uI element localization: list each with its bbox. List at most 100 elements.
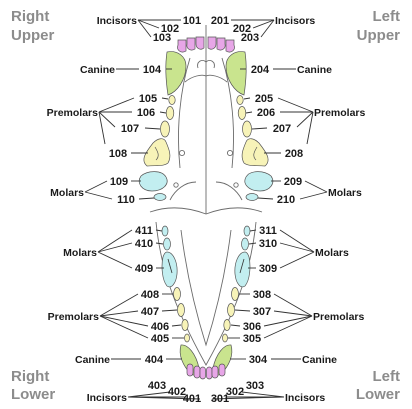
label-molars-left-lower: Molars (315, 247, 349, 259)
tooth-210 (245, 193, 259, 201)
label-premolars-left-lower: Premolars (313, 311, 365, 323)
number-403: 403 (148, 380, 166, 392)
quadrant-right-lower-line2: Lower (11, 386, 55, 403)
number-402: 402 (168, 386, 186, 398)
tooth-103 (177, 39, 187, 53)
tooth-308 (231, 287, 239, 301)
number-404: 404 (145, 354, 164, 366)
number-207: 207 (273, 123, 291, 135)
tooth-409 (161, 251, 178, 288)
number-309: 309 (259, 263, 277, 275)
label-canine-right-upper: Canine (80, 64, 115, 76)
tooth-105 (168, 95, 176, 105)
tooth-301 (206, 366, 213, 380)
number-406: 406 (151, 321, 169, 333)
label-molars-right-lower: Molars (63, 247, 97, 259)
quadrant-right-upper-line2: Upper (11, 27, 55, 44)
label-canine-left-lower: Canine (302, 354, 337, 366)
number-210: 210 (277, 194, 295, 206)
number-103: 103 (153, 32, 171, 44)
number-204: 204 (251, 64, 270, 76)
quadrant-right-lower-line1: Right (11, 368, 49, 385)
tooth-403 (186, 363, 194, 377)
tooth-307 (227, 303, 235, 317)
number-410: 410 (135, 238, 153, 250)
tooth-405 (184, 333, 190, 343)
number-209: 209 (284, 176, 302, 188)
tooth-411 (161, 225, 169, 237)
tooth-402 (193, 365, 201, 379)
tooth-206 (237, 106, 247, 120)
number-308: 308 (253, 289, 271, 301)
tooth-201 (207, 36, 217, 50)
quadrant-left-lower-line1: Left (373, 368, 401, 385)
tooth-204 (225, 51, 247, 96)
label-molars-left-upper: Molars (328, 187, 362, 199)
label-incisors-right-upper: Incisors (97, 15, 137, 27)
tooth-302 (211, 365, 219, 379)
number-104: 104 (143, 64, 162, 76)
number-405: 405 (151, 333, 169, 345)
tooth-408 (173, 287, 181, 301)
lower-teeth (161, 225, 251, 380)
tooth-109 (138, 171, 168, 192)
tooth-102 (186, 37, 196, 51)
tooth-208 (241, 138, 269, 167)
tooth-311 (243, 225, 251, 237)
quadrant-left-lower-line2: Lower (356, 386, 400, 403)
number-304: 304 (249, 354, 268, 366)
number-411: 411 (135, 225, 153, 237)
number-202: 202 (233, 23, 251, 35)
label-premolars-right-lower: Premolars (48, 311, 100, 323)
tooth-106 (165, 106, 175, 120)
quadrant-left-upper-line2: Upper (357, 27, 401, 44)
number-407: 407 (141, 306, 159, 318)
tooth-306 (223, 319, 231, 331)
number-107: 107 (121, 123, 139, 135)
tooth-303 (218, 363, 226, 377)
label-canine-right-lower: Canine (75, 354, 110, 366)
label-molars-right-upper: Molars (50, 187, 84, 199)
number-305: 305 (243, 333, 261, 345)
tooth-207 (242, 120, 252, 138)
number-106: 106 (137, 107, 155, 119)
number-205: 205 (255, 93, 273, 105)
label-incisors-left-upper: Incisors (275, 15, 315, 27)
tooth-401 (199, 366, 206, 380)
label-incisors-left-lower: Incisors (285, 392, 325, 404)
tooth-410 (163, 237, 171, 251)
label-canine-left-upper: Canine (297, 64, 332, 76)
tooth-309 (234, 251, 251, 288)
tooth-205 (236, 95, 244, 105)
number-109: 109 (110, 176, 128, 188)
number-203: 203 (241, 32, 259, 44)
number-101: 101 (183, 15, 201, 27)
number-307: 307 (253, 306, 271, 318)
number-311: 311 (259, 225, 277, 237)
tooth-406 (181, 319, 189, 331)
number-401: 401 (183, 393, 201, 405)
number-301: 301 (211, 393, 229, 405)
leader-lines (84, 19, 328, 400)
number-302: 302 (226, 386, 244, 398)
upper-teeth (138, 36, 274, 201)
tooth-104 (165, 51, 187, 96)
label-incisors-right-lower: Incisors (87, 392, 127, 404)
number-409: 409 (135, 263, 153, 275)
lower-jaw-outline (155, 221, 257, 366)
tooth-305 (222, 333, 228, 343)
number-105: 105 (139, 93, 157, 105)
number-208: 208 (285, 148, 303, 160)
quadrant-right-upper-line1: Right (11, 8, 49, 25)
tooth-203 (225, 39, 235, 53)
label-premolars-left-upper: Premolars (314, 107, 366, 119)
number-201: 201 (211, 15, 229, 27)
number-102: 102 (161, 23, 179, 35)
tooth-110 (153, 193, 167, 201)
tooth-107 (160, 120, 170, 138)
number-110: 110 (117, 194, 135, 206)
number-108: 108 (109, 148, 127, 160)
tooth-209 (244, 171, 274, 192)
number-310: 310 (259, 238, 277, 250)
